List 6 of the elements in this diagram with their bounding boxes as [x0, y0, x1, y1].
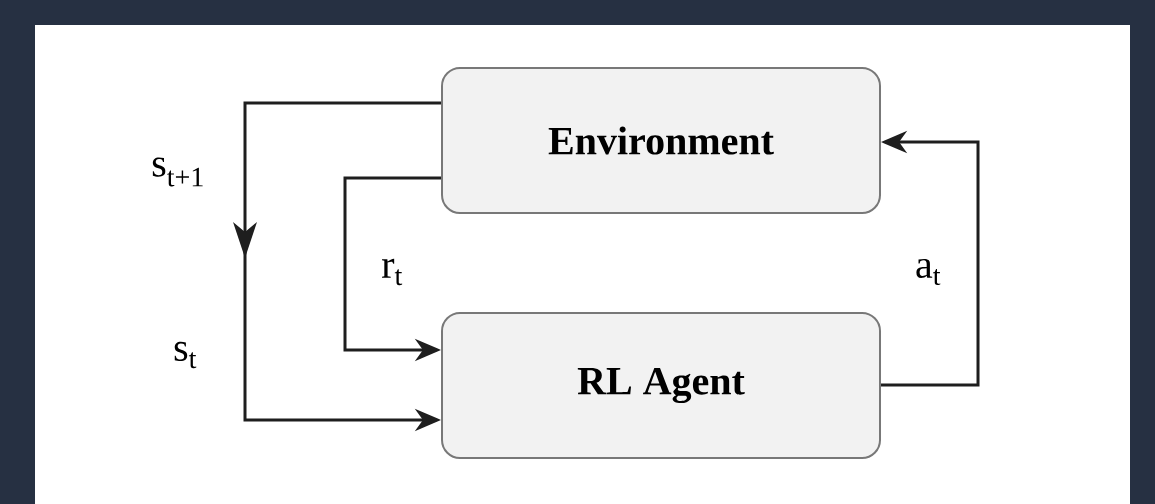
edge-label: a$_{t}$ — [916, 258, 941, 286]
signal-label: s$_{t}$ — [174, 341, 197, 369]
edge-label: s$_{t+1}$ — [152, 157, 203, 187]
process-box: Environment — [441, 67, 881, 214]
edge-label: r$_{t}$ — [382, 258, 403, 286]
process-box: RL Agent — [441, 312, 881, 459]
